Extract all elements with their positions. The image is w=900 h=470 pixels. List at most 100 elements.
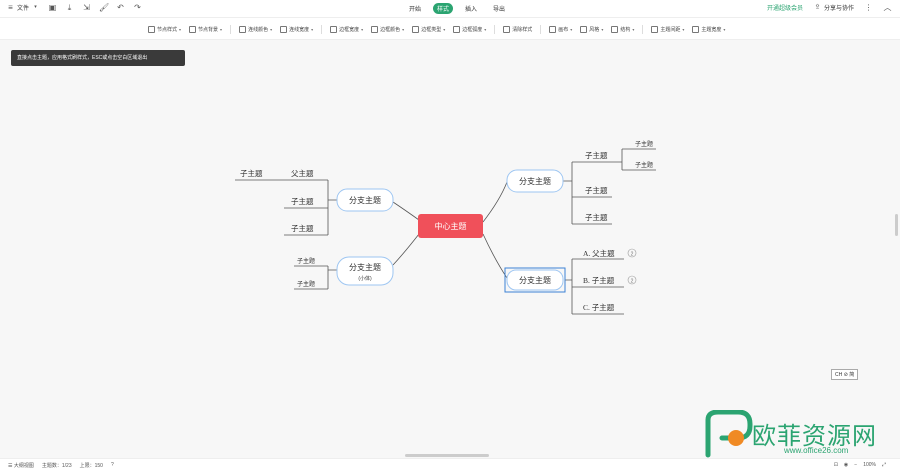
branch-topic-bottom-right[interactable] (506, 269, 564, 291)
border-color-button[interactable]: 边框颜色▾ (371, 26, 404, 33)
divider (321, 25, 323, 34)
theme-style-button[interactable]: 风格▾ (580, 26, 603, 33)
chevron-down-icon: ▾ (402, 27, 405, 32)
tab-start[interactable]: 开始 (409, 7, 422, 13)
clear-style-button[interactable]: 清除样式 (503, 26, 532, 33)
line-width-button[interactable]: 连线宽度▾ (280, 26, 313, 33)
outline-view-label: 大纲视图 (13, 463, 34, 469)
chevron-down-icon: ▾ (484, 27, 487, 32)
border-width-button[interactable]: 边框宽度▾ (330, 26, 363, 33)
node-background-button[interactable]: 节点背景▾ (189, 26, 222, 33)
tool-label: 风格 (589, 27, 600, 33)
zoom-level[interactable]: 100% (863, 462, 876, 468)
fullscreen-icon[interactable]: ⤢ (881, 462, 886, 468)
node-style-button[interactable]: 节点样式▾ (148, 26, 181, 33)
collapse-icon[interactable]: ︿ (883, 3, 892, 12)
branch-topic-top-right[interactable] (506, 169, 564, 193)
selection-frame (504, 267, 566, 293)
chevron-down-icon: ▾ (270, 27, 273, 32)
count-badge-label: 2 (631, 252, 634, 258)
tool-label: 结构 (620, 27, 631, 33)
tab-export[interactable]: 导出 (493, 7, 506, 13)
branch-topic-top-left[interactable] (336, 188, 394, 212)
subtopic[interactable]: A. 父主题 (583, 248, 615, 258)
tool-label: 边框宽度 (339, 27, 360, 33)
tool-label: 主题间距 (660, 27, 681, 33)
count-badge[interactable] (627, 275, 637, 285)
node-style-icon (148, 26, 155, 33)
eye-icon[interactable]: ◉ (843, 462, 849, 468)
subtopic[interactable]: 子主题 (585, 185, 608, 195)
chevron-down-icon: ▾ (723, 27, 726, 32)
border-type-button[interactable]: 边框类型▾ (412, 26, 445, 33)
subtopic[interactable]: 子主题 (635, 161, 653, 169)
line-color-button[interactable]: 连线颜色▾ (239, 26, 272, 33)
border-width-icon (330, 26, 338, 33)
export-icon[interactable]: ⇲ (83, 3, 90, 12)
file-menu[interactable]: ≡ 文件 ▾ (6, 3, 40, 12)
tool-label: 边框类型 (421, 27, 442, 33)
horizontal-scrollbar[interactable] (405, 454, 489, 457)
share-button[interactable]: ⇪ 分享与协作 (813, 3, 854, 12)
subtopic[interactable]: 子主题 (240, 168, 263, 178)
subtopic[interactable]: 子主题 (297, 280, 315, 288)
mindmap-canvas[interactable] (0, 40, 900, 458)
count-badge-label: 2 (631, 279, 634, 285)
watermark-url: www.office26.com (784, 446, 849, 455)
tab-insert[interactable]: 插入 (465, 7, 478, 13)
format-painter-icon[interactable]: 🖌 (99, 3, 110, 12)
help-icon[interactable]: ? (110, 462, 114, 468)
fit-view-icon[interactable]: ⊡ (833, 462, 838, 468)
divider (494, 25, 496, 34)
chevron-down-icon: ▾ (220, 27, 223, 32)
structure-button[interactable]: 结构▾ (611, 26, 634, 33)
tool-label: 连线颜色 (248, 27, 269, 33)
vertical-scrollbar[interactable] (895, 214, 898, 236)
subtopic[interactable]: 子主题 (585, 150, 608, 160)
width-icon (692, 26, 700, 33)
chevron-down-icon: ▾ (632, 27, 635, 32)
watermark-logo (705, 410, 753, 458)
center-topic[interactable] (418, 214, 483, 238)
line-width-icon (280, 26, 288, 33)
subtopic[interactable]: 子主题 (291, 223, 314, 233)
subtopic[interactable]: 子主题 (585, 212, 608, 222)
chevron-down-icon: ▾ (179, 27, 182, 32)
border-radius-icon (453, 26, 461, 33)
branch-label: 分支主题 (519, 275, 551, 285)
subtopic[interactable]: 父主题 (291, 168, 314, 178)
vip-link[interactable]: 开通超级会员 (766, 6, 803, 12)
subtopic[interactable]: 子主题 (297, 257, 315, 265)
topic-width-button[interactable]: 主题宽度▾ (692, 26, 725, 33)
center-topic-label: 中心主题 (435, 221, 467, 231)
chevron-down-icon: ▾ (570, 27, 573, 32)
tab-style[interactable]: 样式 (433, 3, 454, 14)
topic-limit: 上限：150 (79, 463, 103, 469)
download-icon[interactable]: ⤓ (67, 3, 72, 12)
topic-spacing-button[interactable]: 主题间距▾ (651, 26, 684, 33)
redo-icon[interactable]: ↷ (134, 3, 141, 12)
subtopic[interactable]: 子主题 (291, 196, 314, 206)
branch-label: 分支主题 (349, 195, 381, 205)
ime-indicator[interactable]: CH ⊘ 简 (831, 369, 859, 380)
divider (230, 25, 232, 34)
chevron-down-icon: ▾ (311, 27, 314, 32)
status-bar: ☰ 大纲视图 主题数：1/23 上限：150 ? ⊡ ◉ − 100% ⤢ (0, 458, 900, 470)
branch-topic-bottom-left[interactable] (336, 256, 394, 286)
divider (540, 25, 542, 34)
more-icon[interactable]: ⋮ (864, 3, 873, 12)
subtopic[interactable]: 子主题 (635, 140, 653, 148)
canvas-icon (549, 26, 557, 33)
border-radius-button[interactable]: 边框弧度▾ (453, 26, 486, 33)
tool-label: 清除样式 (512, 27, 533, 33)
shirt-icon (580, 26, 588, 33)
canvas-button[interactable]: 画布▾ (549, 26, 572, 33)
paint-bucket-icon (189, 26, 197, 33)
subtopic[interactable]: B. 子主题 (583, 275, 615, 285)
zoom-out-icon[interactable]: − (854, 462, 858, 468)
outline-view-button[interactable]: ☰ 大纲视图 (8, 462, 34, 469)
count-badge[interactable] (627, 248, 637, 258)
save-icon[interactable]: ▣ (48, 3, 57, 12)
subtopic[interactable]: C. 子主题 (583, 302, 615, 312)
undo-icon[interactable]: ↶ (117, 3, 124, 12)
